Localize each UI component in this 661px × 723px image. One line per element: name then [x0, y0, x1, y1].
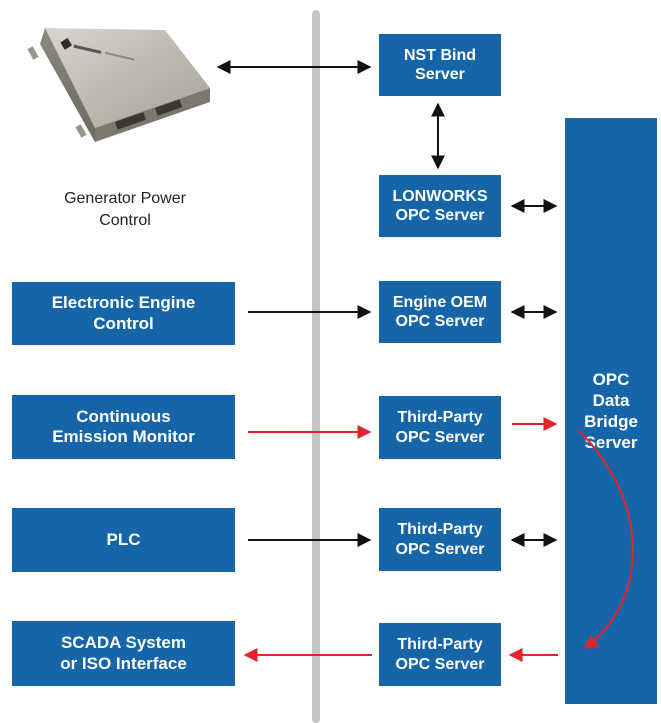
lonworks-opc-server-box: LONWORKS OPC Server: [379, 175, 501, 237]
scada-system-box: SCADA System or ISO Interface: [12, 621, 235, 686]
generator-caption: Generator Power Control: [64, 190, 186, 230]
third-party-opc-server-box-1: Third-Party OPC Server: [379, 396, 501, 459]
nst-bind-server-box: NST Bind Server: [379, 34, 501, 96]
arrow-bridge-internal-curve: [577, 429, 634, 649]
plc-box: PLC: [12, 508, 235, 572]
third-party-opc-server-box-2: Third-Party OPC Server: [379, 508, 501, 571]
engine-oem-opc-server-box: Engine OEM OPC Server: [379, 281, 501, 343]
electronic-engine-control-box: Electronic Engine Control: [12, 282, 235, 345]
opc-data-bridge-server-box: OPC Data Bridge Server: [565, 118, 657, 704]
network-divider: [312, 10, 320, 723]
third-party-opc-server-box-3: Third-Party OPC Server: [379, 623, 501, 686]
generator-power-control-image: [27, 28, 210, 142]
continuous-emission-monitor-box: Continuous Emission Monitor: [12, 395, 235, 459]
